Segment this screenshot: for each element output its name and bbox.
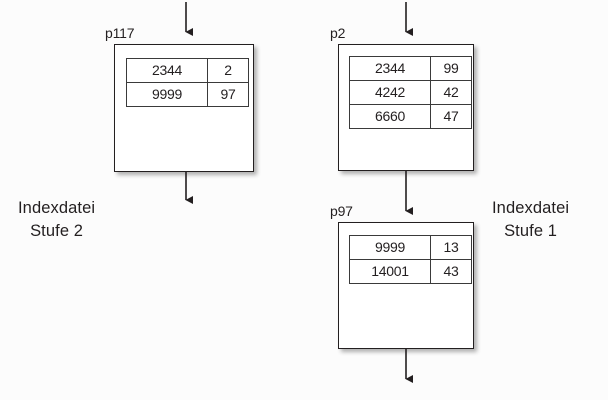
entry-pointer: 43 [430,259,472,284]
entry-key: 14001 [349,259,431,284]
block-label-p2: p2 [330,25,346,41]
entry-table-p97: 9999 13 14001 43 [349,235,472,284]
block-label-p117: p117 [105,25,135,41]
left-caption: Indexdatei Stufe 2 [18,197,95,243]
table-row[interactable]: 14001 43 [349,259,472,284]
entry-key: 9999 [349,235,431,260]
entry-key: 4242 [349,80,431,105]
table-row[interactable]: 9999 13 [349,235,472,260]
entry-pointer: 47 [430,104,472,129]
entry-pointer: 42 [430,80,472,105]
table-row[interactable]: 4242 42 [349,80,472,105]
entry-pointer: 97 [207,82,249,107]
right-caption: Indexdatei Stufe 1 [492,197,569,243]
entry-pointer: 13 [430,235,472,260]
right-caption-line2: Stufe 1 [504,222,558,240]
table-row[interactable]: 9999 97 [126,82,249,107]
entry-pointer: 99 [430,56,472,81]
right-caption-line1: Indexdatei [492,199,570,217]
table-row[interactable]: 2344 2 [126,58,249,83]
entry-key: 2344 [349,56,431,81]
entry-key: 9999 [126,82,208,107]
block-label-p97: p97 [330,203,353,219]
entry-key: 2344 [126,58,208,83]
left-caption-line2: Stufe 2 [30,222,84,240]
table-row[interactable]: 2344 99 [349,56,472,81]
entry-table-p117: 2344 2 9999 97 [126,58,249,107]
table-row[interactable]: 6660 47 [349,104,472,129]
entry-table-p2: 2344 99 4242 42 6660 47 [349,56,472,129]
entry-pointer: 2 [207,58,249,83]
left-caption-line1: Indexdatei [18,199,96,217]
entry-key: 6660 [349,104,431,129]
